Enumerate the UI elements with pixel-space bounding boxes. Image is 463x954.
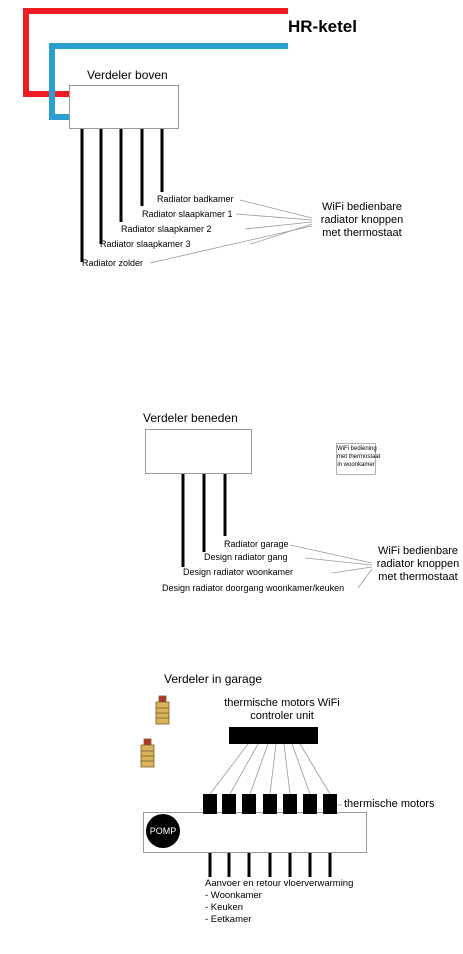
thermal-motor xyxy=(323,794,337,814)
lower-manifold-label: Verdeler beneden xyxy=(143,411,238,425)
floor-room-label: - Keuken xyxy=(205,902,244,913)
thermal-motor xyxy=(283,794,297,814)
thermal-motor xyxy=(203,794,217,814)
radiator-label: Design radiator gang xyxy=(204,552,288,562)
thermal-motor xyxy=(222,794,236,814)
return-pipe xyxy=(49,43,288,120)
leader-lines xyxy=(149,199,373,806)
garage-manifold xyxy=(143,812,367,853)
radiator-label: Radiator slaapkamer 2 xyxy=(121,224,212,234)
floor-room-label: - Woonkamer xyxy=(205,890,262,901)
wifi-thermostat-box: WiFi bediening met thermostaat in woonka… xyxy=(336,443,380,475)
upper-manifold xyxy=(69,85,179,129)
radiator-label: Design radiator doorgang woonkamer/keuke… xyxy=(162,583,345,593)
thermal-motor xyxy=(242,794,256,814)
radiator-label: Radiator badkamer xyxy=(157,194,234,204)
lower-manifold xyxy=(145,429,252,474)
radiator-label: Radiator slaapkamer 1 xyxy=(142,209,233,219)
wifi-controller-unit xyxy=(229,727,318,744)
upper-manifold-label: Verdeler boven xyxy=(87,68,168,82)
lower-wifi-note: WiFi bedienbare radiator knoppen met the… xyxy=(376,545,460,584)
radiator-label: Radiator zolder xyxy=(82,258,144,268)
lower-taps xyxy=(181,472,227,567)
radiator-label: Design radiator woonkamer xyxy=(183,567,294,577)
boiler-label: HR-ketel xyxy=(288,17,357,36)
radiator-label: Radiator slaapkamer 3 xyxy=(100,239,191,249)
floor-heating-heading: Aanvoer en retour vloerverwarming xyxy=(205,878,354,889)
garage-manifold-label: Verdeler in garage xyxy=(164,672,263,686)
thermal-motor xyxy=(303,794,317,814)
radiator-label: Radiator garage xyxy=(224,539,289,549)
floor-room-label: - Eetkamer xyxy=(205,914,252,925)
thermal-motor xyxy=(263,794,277,814)
upper-wifi-note: WiFi bedienbare radiator knoppen met the… xyxy=(320,201,404,240)
pump: POMP xyxy=(146,814,180,848)
controller-label: thermische motors WiFi controler unit xyxy=(224,697,340,723)
supply-pipe xyxy=(23,8,288,97)
valve-icon xyxy=(140,738,155,768)
valve-icon xyxy=(155,695,170,725)
thermal-motors-label: thermische motors xyxy=(344,798,435,810)
upper-taps xyxy=(80,128,164,262)
